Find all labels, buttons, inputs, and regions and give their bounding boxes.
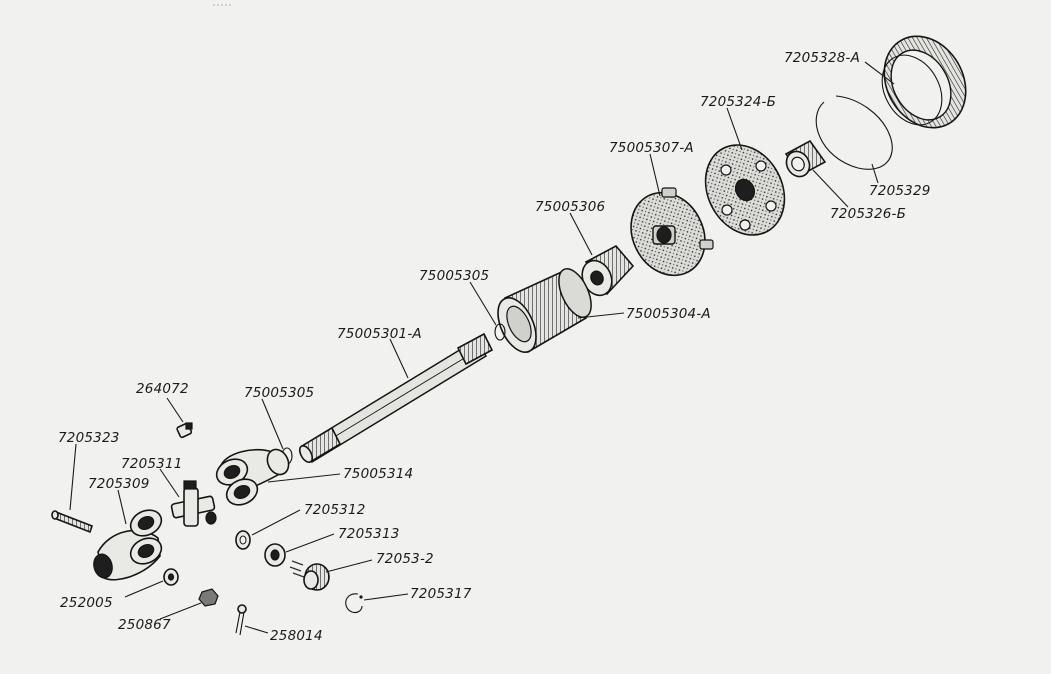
bolt-pin-7205323 [51,510,93,534]
leader-lines [69,61,895,634]
label-7205313: 7205313 [338,526,400,542]
label-7205312: 7205312 [304,502,366,518]
label-75005307-a: 75005307-A [609,140,694,156]
label-75005304-a: 75005304-A [626,306,711,322]
bushing-7205326-b [784,139,827,178]
circlip-7205317 [345,593,363,614]
snap-ring-75005305-top [494,323,506,341]
label-7205326-b: 7205326-Б [830,206,906,222]
cotter-pin-258014 [235,604,247,636]
planet-carrier-7205324-b [704,144,786,236]
label-250867: 250867 [118,617,171,633]
splined-sleeve-75005304-a [497,268,592,354]
label-7205323: 7205323 [58,430,120,446]
snap-ring-7205329 [815,95,893,170]
cone-gear-75005306 [581,244,635,297]
part-labels: 7205328-A 7205324-Б 75005307-A 7205329 7… [58,50,931,644]
label-264072: 264072 [136,381,189,397]
grease-fitting-264072 [176,422,193,439]
label-7205324-b: 7205324-Б [700,94,776,110]
cross-spider-7205311 [170,480,217,527]
washer-7205312 [235,530,251,550]
label-75005305-low: 75005305 [244,385,314,401]
label-7205309: 7205309 [88,476,150,492]
label-75005305-top: 75005305 [419,268,489,284]
ring-gear-7205328-a [881,35,967,129]
flange-carrier-75005307-a [630,187,714,277]
bearing-cup-72053-2 [289,560,330,591]
label-75005301-a: 75005301-A [337,326,422,342]
label-7205311: 7205311 [121,456,183,472]
seal-7205313 [264,543,286,567]
label-75005314: 75005314 [343,466,413,482]
nut-250867 [198,588,219,607]
label-72053-2: 72053-2 [376,551,434,567]
washer-252005 [163,568,179,586]
label-75005306: 75005306 [535,199,605,215]
main-shaft-75005301-a [298,332,494,464]
label-258014: 258014 [270,628,323,644]
label-7205328-a: 7205328-A [784,50,860,66]
label-7205329: 7205329 [869,183,931,199]
yoke-75005314 [215,448,290,506]
label-252005: 252005 [60,595,113,611]
label-7205317: 7205317 [410,586,472,602]
yoke-hub-7205309 [93,509,163,581]
